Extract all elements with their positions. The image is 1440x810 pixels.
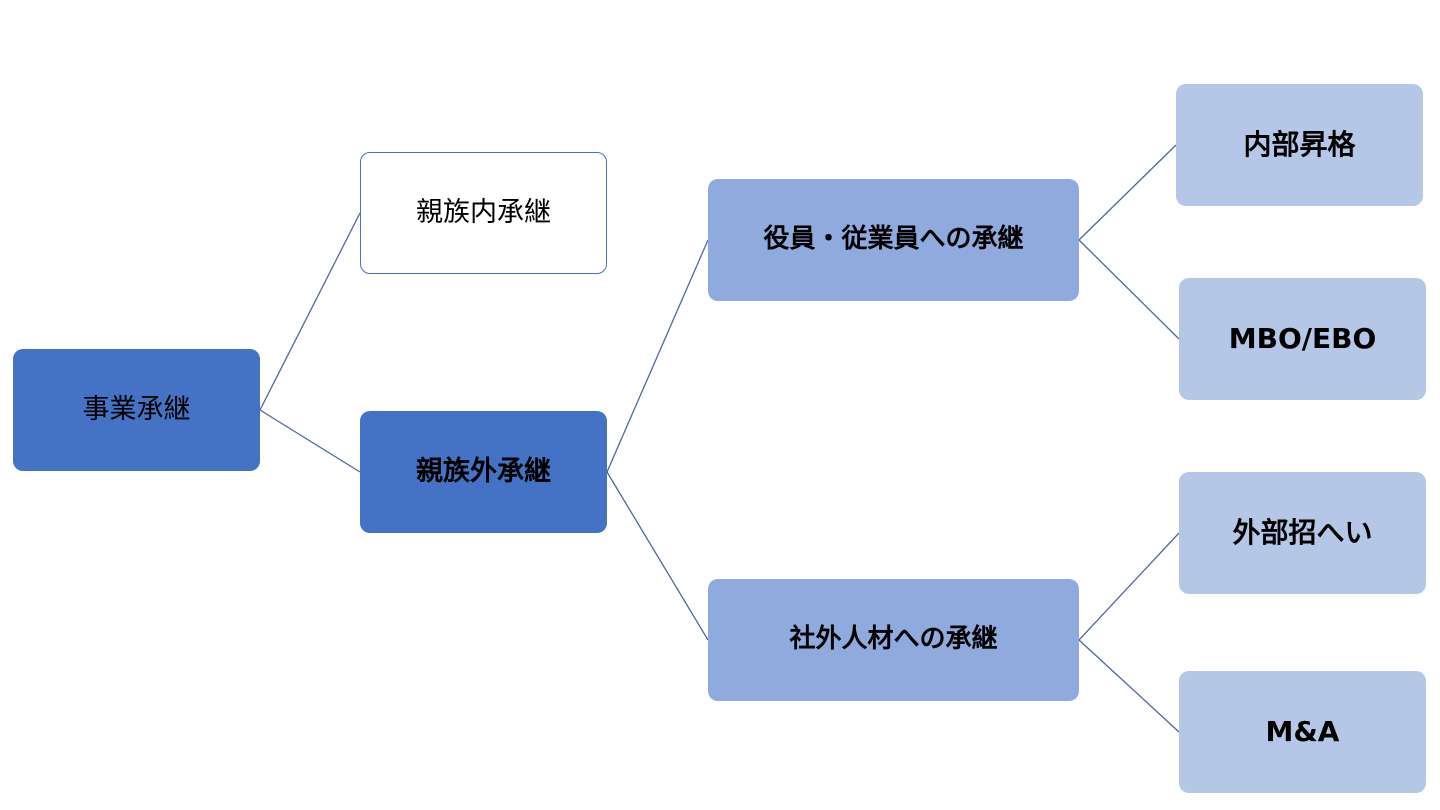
node-label: 内部昇格 [1243, 128, 1356, 162]
node-label: 外部招へい [1232, 516, 1373, 550]
node-outside-talent-succession: 社外人材への承継 [708, 579, 1079, 701]
connector-external-to-outside [606, 471, 709, 641]
node-label: 親族内承継 [416, 196, 551, 228]
connector-outside-to-ma [1078, 639, 1180, 733]
node-label: 事業承継 [82, 393, 191, 425]
node-label: 親族外承継 [416, 455, 551, 487]
node-label: 社外人材への承継 [789, 624, 998, 655]
node-external-recruitment: 外部招へい [1179, 472, 1426, 594]
node-mbo-ebo: MBO/EBO [1179, 278, 1426, 400]
node-executive-employee-succession: 役員・従業員への承継 [708, 179, 1079, 301]
node-business-succession: 事業承継 [13, 349, 260, 471]
connector-root-to-family-internal [259, 212, 361, 411]
node-family-internal-succession: 親族内承継 [360, 152, 607, 274]
connector-root-to-family-external [259, 409, 361, 473]
connector-employee-to-mbo-ebo [1078, 239, 1180, 340]
node-label: 役員・従業員への承継 [763, 224, 1024, 255]
connector-external-to-employee [606, 239, 709, 473]
connector-outside-to-external-recruit [1078, 532, 1180, 641]
connector-employee-to-internal-promotion [1078, 144, 1177, 241]
node-label: M&A [1265, 715, 1340, 749]
node-family-external-succession: 親族外承継 [360, 411, 607, 533]
node-label: MBO/EBO [1228, 322, 1377, 356]
node-m-and-a: M&A [1179, 671, 1426, 793]
node-internal-promotion: 内部昇格 [1176, 84, 1423, 206]
